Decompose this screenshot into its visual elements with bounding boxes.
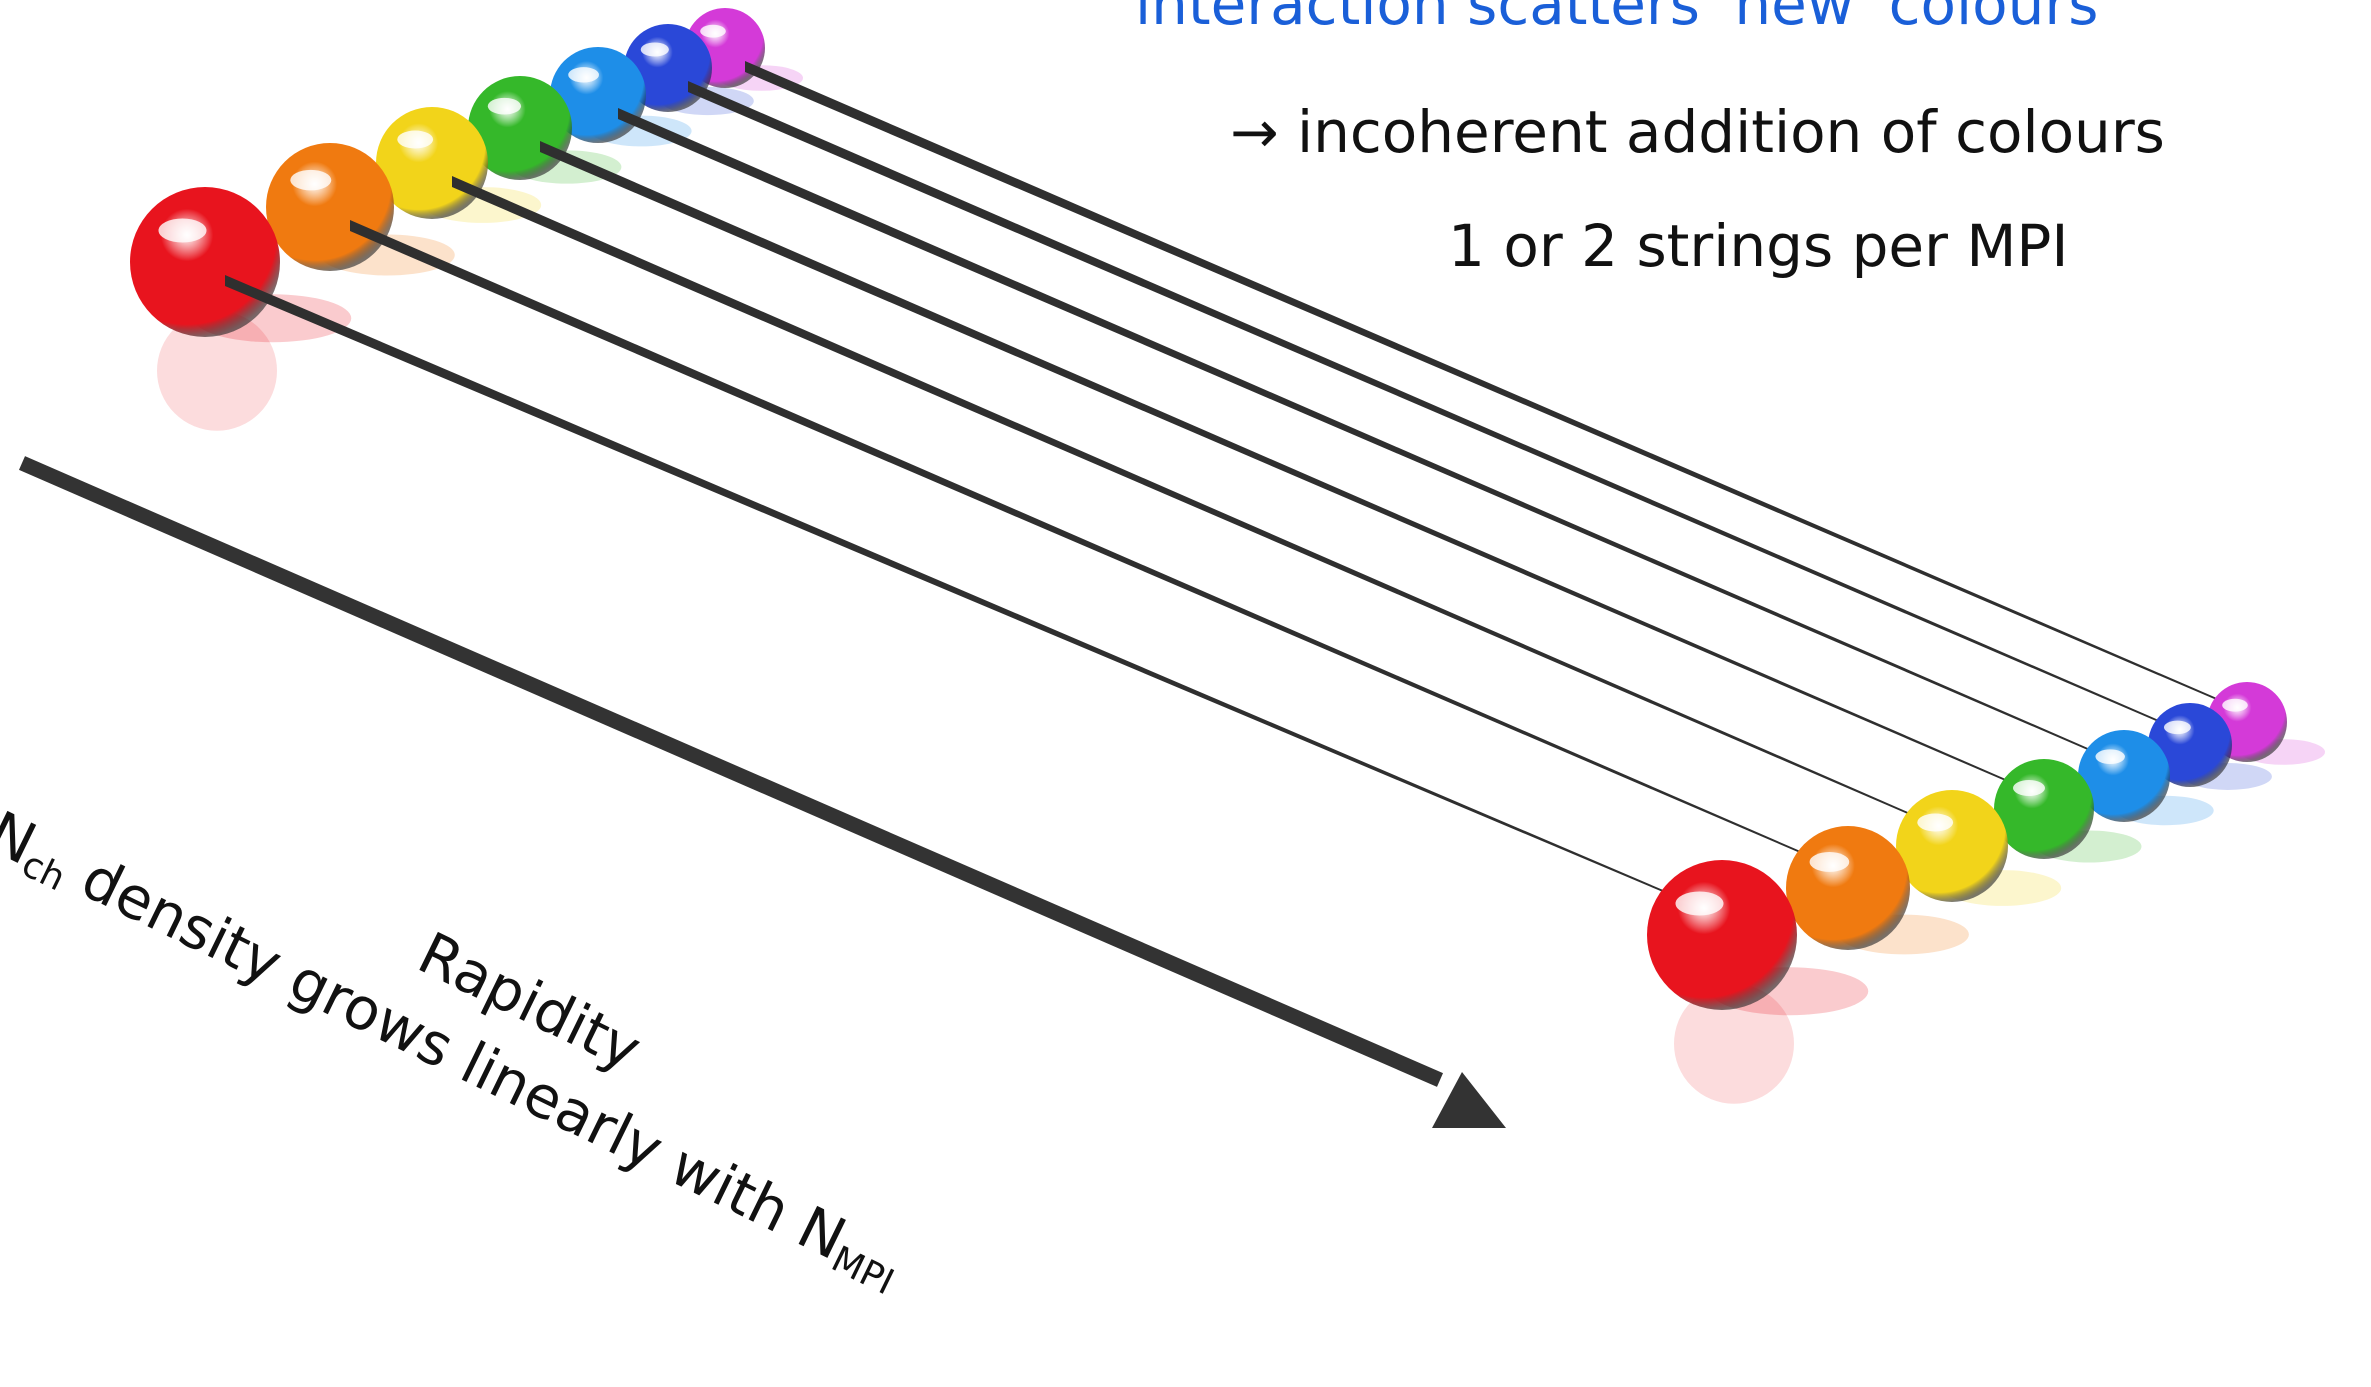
ball-highlight	[568, 67, 599, 83]
ball-highlight	[1675, 891, 1724, 916]
ball-highlight	[700, 24, 726, 38]
ball-highlight	[2163, 720, 2191, 735]
rapidity-arrow-head	[1432, 1072, 1506, 1128]
diagram-stage: interaction scatters 'new' colours → inc…	[0, 0, 2325, 1303]
ball-highlight	[2222, 698, 2248, 712]
header-line-2: → incoherent addition of colours	[1230, 98, 2165, 166]
right-ball-row	[1647, 682, 2287, 1010]
ball-highlight	[397, 130, 434, 149]
ball-highlight	[2095, 749, 2125, 765]
header-line-1: interaction scatters 'new' colours	[1135, 0, 2099, 38]
string-line-icon	[350, 220, 1805, 855]
colour-ball-icon	[130, 187, 280, 337]
colour-ball-icon	[1896, 790, 2008, 902]
header-line-3: 1 or 2 strings per MPI	[1448, 212, 2069, 280]
ball-highlight	[640, 42, 669, 57]
colour-strings	[225, 61, 2219, 895]
string-line-icon	[452, 176, 1913, 817]
left-ball-reflection	[157, 310, 277, 431]
left-ball-row	[130, 8, 765, 337]
ball-highlight	[2013, 780, 2045, 796]
string-line-icon	[540, 141, 2009, 783]
right-ball-reflection	[1674, 983, 1794, 1104]
colour-ball-icon	[1994, 759, 2094, 859]
ball-highlight	[158, 218, 207, 243]
colour-ball-icon	[1647, 860, 1797, 1010]
string-line-icon	[225, 275, 1670, 895]
ball-highlight	[290, 169, 332, 191]
ball-highlight	[1917, 813, 1954, 832]
rapidity-arrow-shaft	[19, 456, 1443, 1087]
colour-ball-icon	[1786, 826, 1910, 950]
rapidity-arrow-icon	[19, 456, 1506, 1128]
ball-highlight	[487, 97, 522, 115]
string-line-icon	[688, 81, 2161, 723]
colour-ball-icon	[266, 143, 394, 271]
string-line-icon	[618, 108, 2092, 752]
ball-highlight	[1809, 852, 1850, 872]
string-line-icon	[745, 61, 2219, 701]
strings-diagram	[19, 8, 2325, 1128]
